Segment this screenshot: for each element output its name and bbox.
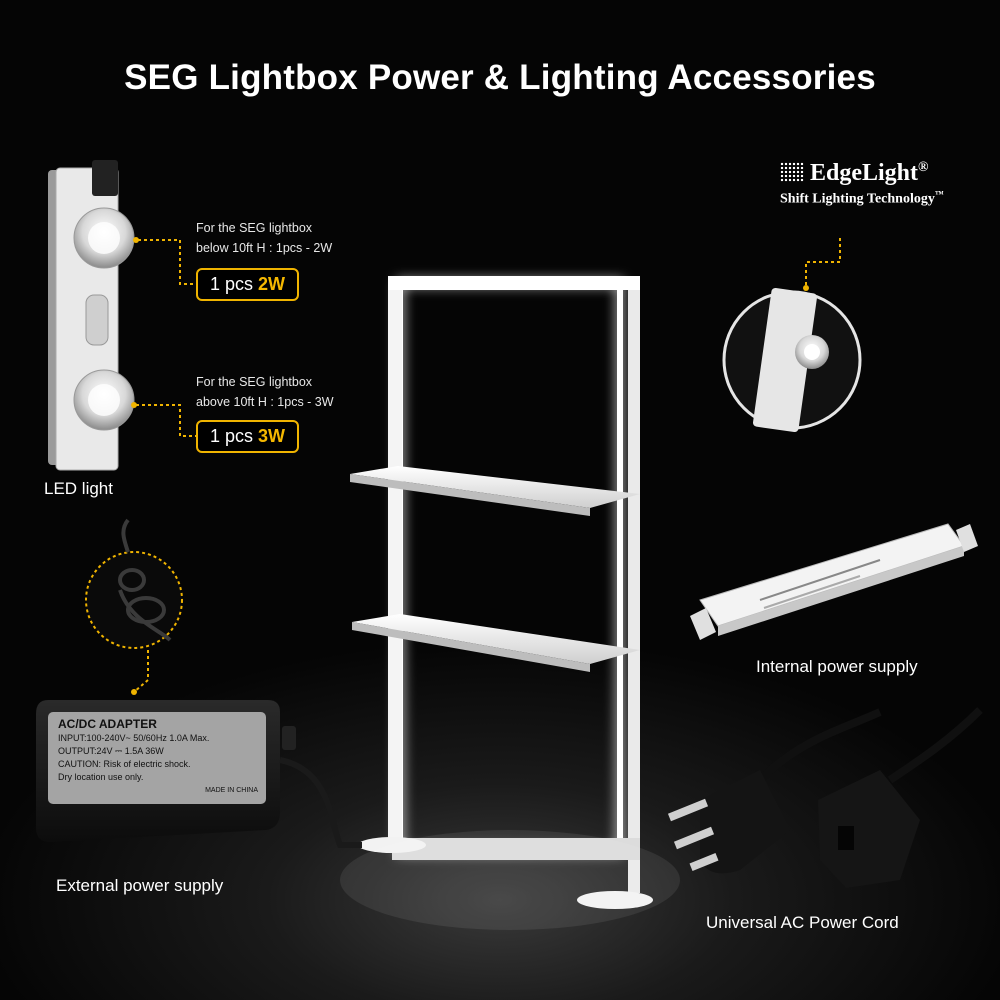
adapter-made: MADE IN CHINA bbox=[205, 787, 258, 794]
logo-grid-icon bbox=[780, 162, 804, 182]
adapter-input: INPUT:100-240V~ 50/60Hz 1.0A Max. bbox=[58, 733, 210, 743]
ac-power-cord-label: Universal AC Power Cord bbox=[706, 913, 899, 932]
brand-tagline: Shift Lighting Technology bbox=[780, 191, 935, 207]
adapter-output: OUTPUT:24V ⎓ 1.5A 36W bbox=[58, 746, 164, 756]
adapter-heading: AC/DC ADAPTER bbox=[58, 717, 157, 731]
brand-logo: EdgeLight® Shift Lighting Technology™ bbox=[780, 160, 944, 208]
ac-power-cord-icon bbox=[667, 707, 983, 888]
led-2w-badge: 1 pcs 2W bbox=[196, 268, 300, 301]
led-3w-note: For the SEG lightbox above 10ft H : 1pcs… bbox=[196, 372, 334, 412]
internal-power-supply-label: Internal power supply bbox=[756, 657, 918, 676]
led-3w-badge: 1 pcs 3W bbox=[196, 420, 300, 453]
edgelight-zoom-icon bbox=[722, 287, 862, 433]
led-light-label: LED light bbox=[44, 479, 113, 498]
led-2w-note-line: For the SEG lightbox bbox=[196, 221, 313, 235]
led-2w-badge-value: 2W bbox=[258, 274, 286, 294]
ac-dc-adapter-icon bbox=[36, 700, 362, 848]
led-2w-note-line: below 10ft H : 1pcs - 2W bbox=[196, 241, 333, 255]
page-title: SEG Lightbox Power & Lighting Accessorie… bbox=[124, 58, 876, 97]
brand-tm-mark: ™ bbox=[934, 189, 944, 199]
adapter-label-plate: AC/DC ADAPTER INPUT:100-240V~ 50/60Hz 1.… bbox=[58, 716, 258, 797]
led-3w-note-line: For the SEG lightbox bbox=[196, 375, 313, 389]
brand-name: EdgeLight bbox=[810, 160, 919, 186]
led-3w-note-line: above 10ft H : 1pcs - 3W bbox=[196, 395, 334, 409]
led-2w-note: For the SEG lightbox below 10ft H : 1pcs… bbox=[196, 218, 332, 258]
adapter-dry: Dry location use only. bbox=[58, 772, 144, 782]
led-module-icon bbox=[48, 160, 135, 471]
seg-lightbox-stand-icon bbox=[340, 276, 680, 930]
led-callout-lines bbox=[136, 239, 196, 437]
brand-reg-mark: ® bbox=[918, 160, 929, 175]
external-power-supply-label: External power supply bbox=[56, 876, 224, 895]
coiled-cable-icon bbox=[85, 518, 183, 649]
led-3w-badge-value: 3W bbox=[258, 426, 286, 446]
internal-power-supply-icon bbox=[690, 523, 978, 640]
led-2w-badge-prefix: 1 pcs bbox=[210, 274, 259, 294]
adapter-caution: CAUTION: Risk of electric shock. bbox=[58, 759, 191, 769]
led-3w-badge-prefix: 1 pcs bbox=[210, 426, 259, 446]
